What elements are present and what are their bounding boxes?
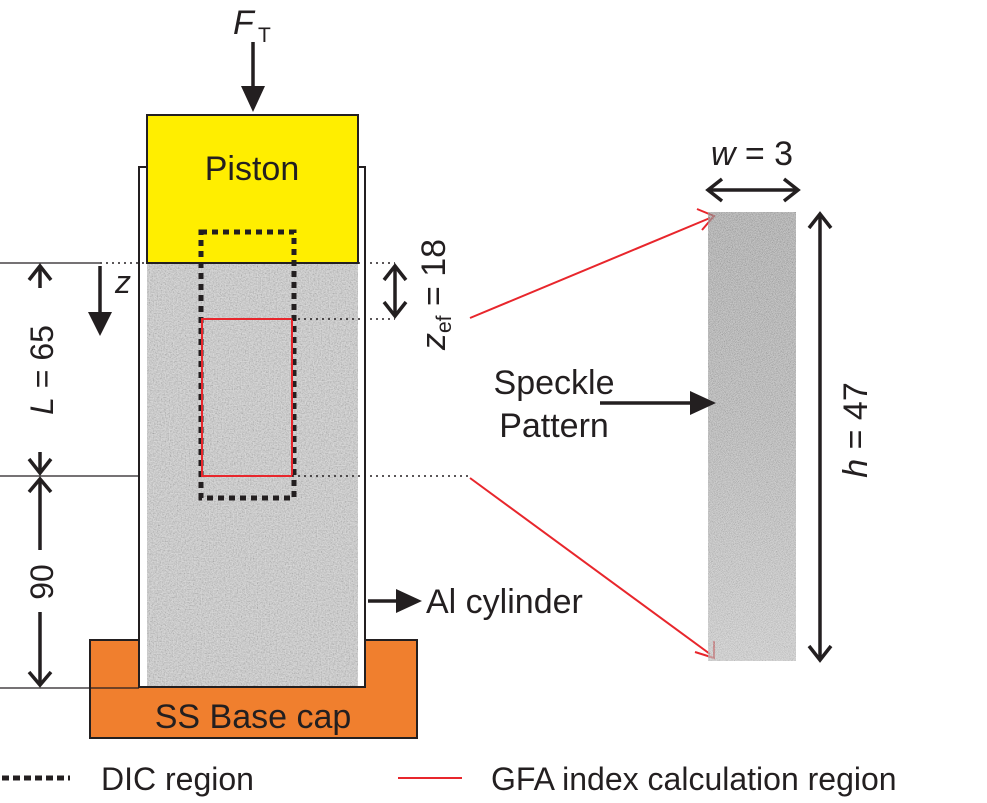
force-symbol: F [233,4,256,42]
dimension-w: w = 3 [705,135,801,203]
dimension-zef-label: zef = 18 [415,239,456,351]
dimension-zef: zef = 18 [382,239,456,351]
force-subscript: T [258,24,271,47]
legend: DIC region GFA index calculation region [2,761,897,797]
dimension-L: L = 65 [24,263,60,476]
legend-dic-label: DIC region [101,761,254,797]
dimension-w-label: w = 3 [711,135,793,173]
al-cylinder-label: Al cylinder [426,583,583,621]
applied-force: F T [233,4,271,112]
speckle-label-line2: Pattern [499,407,609,445]
piston: Piston [146,114,359,264]
dimension-lower: 90 [24,476,60,688]
dimension-lower-label: 90 [24,564,60,600]
dimension-L-label: L = 65 [24,325,60,415]
ss-base-cap: SS Base cap [89,639,418,739]
gfa-region [201,318,293,477]
speckle-image [708,212,796,661]
piston-label: Piston [205,150,300,188]
speckle-patch [708,212,796,661]
speckle-label-line1: Speckle [494,364,615,402]
speckle-callout: Speckle Pattern [494,364,716,445]
z-axis: z [88,264,131,336]
z-axis-label: z [114,264,131,300]
dimension-h-label: h = 47 [837,382,875,478]
dimension-h: h = 47 [807,211,875,663]
base-cap-label: SS Base cap [155,698,352,736]
piston-body [146,114,359,264]
al-cylinder-callout: Al cylinder [368,583,583,621]
base-cap-body [89,639,418,739]
legend-gfa-label: GFA index calculation region [491,761,897,797]
